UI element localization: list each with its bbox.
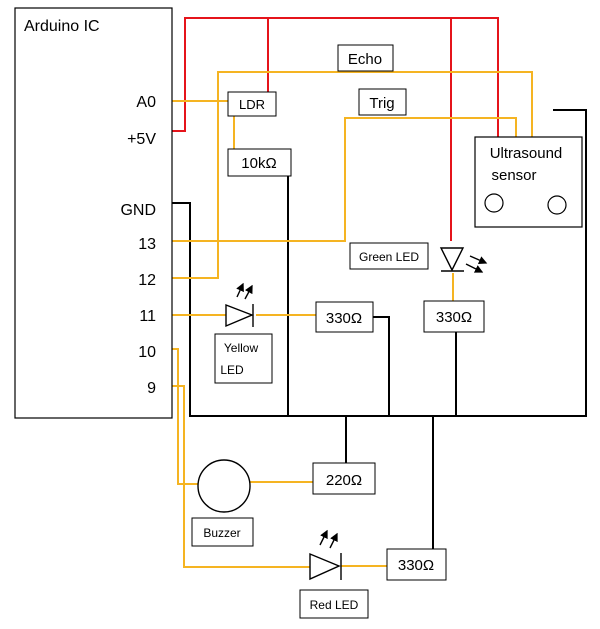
resistor-330-yellow: 330Ω bbox=[315, 301, 374, 333]
power-wires bbox=[172, 17, 499, 241]
buzzer-label-box: Buzzer bbox=[191, 517, 254, 547]
pin-5v: +5V bbox=[127, 131, 156, 148]
arduino-title: Arduino IC bbox=[24, 18, 100, 35]
buzzer-label: Buzzer bbox=[203, 526, 240, 540]
resistor-220: 220Ω bbox=[312, 462, 376, 495]
ldr-component: LDR bbox=[227, 91, 277, 117]
pin-a0: A0 bbox=[136, 94, 156, 111]
echo-label-box: Echo bbox=[337, 44, 394, 72]
green-led-symbol bbox=[439, 247, 488, 273]
transducer-right bbox=[547, 195, 567, 215]
ground-wires bbox=[172, 109, 587, 549]
ultrasound-sensor: Ultrasound sensor bbox=[474, 136, 583, 228]
green-led-label-box: Green LED bbox=[349, 242, 429, 270]
resistor-330-yellow-label: 330Ω bbox=[326, 310, 362, 327]
trig-label-box: Trig bbox=[358, 88, 407, 116]
ultrasound-label-line1: Ultrasound bbox=[490, 145, 563, 162]
buzzer-icon bbox=[197, 459, 251, 513]
ultrasound-label-line2: sensor bbox=[491, 167, 536, 184]
resistor-330-green-label: 330Ω bbox=[436, 309, 472, 326]
yellow-led-label-line2: LED bbox=[220, 363, 244, 377]
ldr-label: LDR bbox=[239, 97, 265, 112]
yellow-led-label-line1: Yellow bbox=[224, 341, 259, 355]
pin-10: 10 bbox=[138, 344, 156, 361]
red-led-symbol bbox=[309, 529, 342, 581]
yellow-led-symbol bbox=[225, 282, 254, 328]
red-led-label-box: Red LED bbox=[299, 589, 369, 619]
green-led-label: Green LED bbox=[359, 250, 419, 264]
resistor-10k-label: 10kΩ bbox=[241, 155, 276, 172]
pin-9: 9 bbox=[147, 380, 156, 397]
echo-label: Echo bbox=[348, 51, 382, 68]
trig-label: Trig bbox=[369, 95, 394, 112]
resistor-330-red: 330Ω bbox=[386, 548, 447, 581]
yellow-led-label-box: Yellow LED bbox=[214, 333, 273, 384]
pin-11: 11 bbox=[139, 308, 156, 325]
signal-wires bbox=[172, 71, 533, 568]
resistor-220-label: 220Ω bbox=[326, 472, 362, 489]
transducer-left bbox=[484, 193, 504, 213]
arduino-board: Arduino IC A0 +5V GND 13 12 11 10 9 bbox=[14, 7, 173, 419]
buzzer-component bbox=[197, 459, 251, 513]
pin-gnd: GND bbox=[120, 202, 156, 219]
pin-13: 13 bbox=[138, 236, 156, 253]
resistor-330-red-label: 330Ω bbox=[398, 557, 434, 574]
pin-12: 12 bbox=[138, 272, 156, 289]
resistor-10k: 10kΩ bbox=[227, 148, 292, 177]
resistor-330-green: 330Ω bbox=[423, 300, 485, 333]
red-led-label: Red LED bbox=[310, 598, 359, 612]
